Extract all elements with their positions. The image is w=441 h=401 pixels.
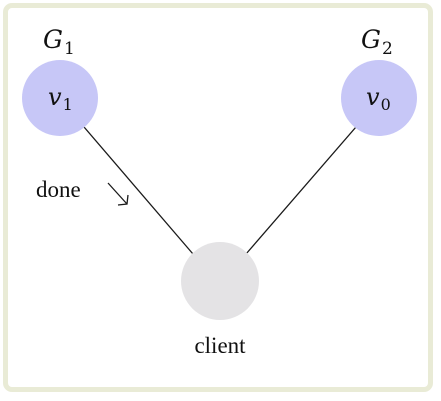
node-client [181,242,259,320]
annotation-done: done [36,177,81,202]
node-label-v1: v1 [48,83,73,114]
edge-v1-client [83,126,194,255]
group-label-g2: G2 [361,25,393,59]
node-label-v0: v0 [366,83,391,114]
annotation-arrow-icon [107,182,129,206]
group-label-g1: G1 [43,25,75,59]
node-label-client: client [194,333,246,358]
node-v0 [341,60,417,136]
edge-v0-client [245,126,357,255]
node-v1 [22,60,98,136]
